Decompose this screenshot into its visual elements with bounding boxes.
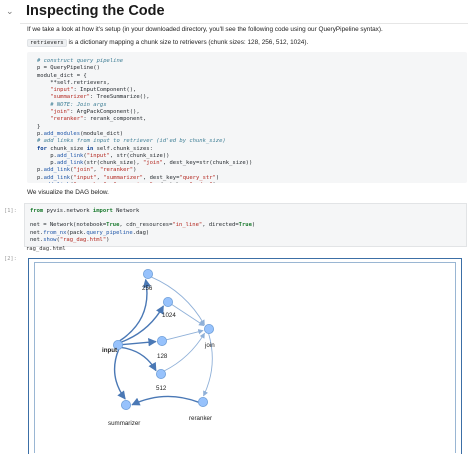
node-circle-256[interactable] (142, 268, 153, 279)
page-title: Inspecting the Code (26, 3, 165, 19)
edge-input-to-512 (121, 346, 157, 372)
edge-input-to-128 (122, 338, 157, 347)
node-circle-reranker[interactable] (197, 396, 208, 407)
node-256[interactable]: 256 (142, 268, 153, 292)
code-cell-pyvis[interactable]: from pyvis.network import Network net = … (24, 203, 467, 247)
retrievers-inline-code: retrievers (27, 39, 67, 47)
retrievers-text: is a dictionary mapping a chunk size to … (66, 39, 309, 46)
graph-canvas-border (34, 262, 456, 453)
edge-input-to-256 (119, 278, 152, 342)
cell-prompt-2: [2]: (4, 256, 17, 262)
edge-256-to-join (151, 276, 205, 326)
edge-512-to-join (164, 332, 205, 372)
node-circle-128[interactable] (156, 335, 167, 346)
node-label-256: 256 (142, 285, 153, 292)
node-join[interactable]: join (203, 323, 215, 349)
node-label-summarizer: summarizer (108, 420, 140, 427)
retrievers-paragraph: retrievers is a dictionary mapping a chu… (27, 39, 308, 47)
node-1024[interactable]: 1024 (162, 296, 176, 319)
node-label-512: 512 (156, 385, 167, 392)
cell-prompt-1: [1]: (4, 208, 17, 214)
heading-divider (20, 23, 468, 24)
node-circle-1024[interactable] (162, 296, 173, 307)
section-heading: ⌄ Inspecting the Code (6, 3, 466, 21)
edge-input-to-summarizer (113, 349, 126, 400)
edge-128-to-join (166, 329, 204, 341)
edge-1024-to-join (171, 304, 205, 327)
node-reranker[interactable]: reranker (189, 396, 212, 422)
visualize-paragraph: We visualize the DAG below. (27, 189, 109, 196)
edge-reranker-to-summarizer (131, 395, 199, 406)
node-summarizer[interactable]: summarizer (108, 399, 140, 427)
node-circle-join[interactable] (203, 323, 214, 334)
node-512[interactable]: 512 (155, 368, 167, 392)
node-label-1024: 1024 (162, 312, 176, 319)
node-label-reranker: reranker (189, 415, 212, 422)
node-input[interactable]: input (102, 339, 124, 354)
intro-paragraph: If we take a look at how it's setup (in … (27, 26, 383, 33)
node-circle-512[interactable] (155, 368, 166, 379)
node-circle-input[interactable] (113, 339, 124, 350)
node-label-join: join (204, 342, 215, 349)
node-circle-summarizer[interactable] (121, 399, 132, 410)
collapse-chevron-icon[interactable]: ⌄ (6, 6, 14, 16)
output-filename: rag_dag.html (26, 246, 66, 252)
graph-output-frame (28, 258, 462, 454)
edge-input-to-1024 (121, 305, 164, 343)
node-label-128: 128 (157, 353, 168, 360)
node-128[interactable]: 128 (156, 335, 168, 360)
edge-join-to-reranker (203, 333, 213, 397)
node-label-input: input (102, 347, 117, 354)
pipeline-code-block: # construct query pipeline p = QueryPipe… (27, 52, 467, 183)
